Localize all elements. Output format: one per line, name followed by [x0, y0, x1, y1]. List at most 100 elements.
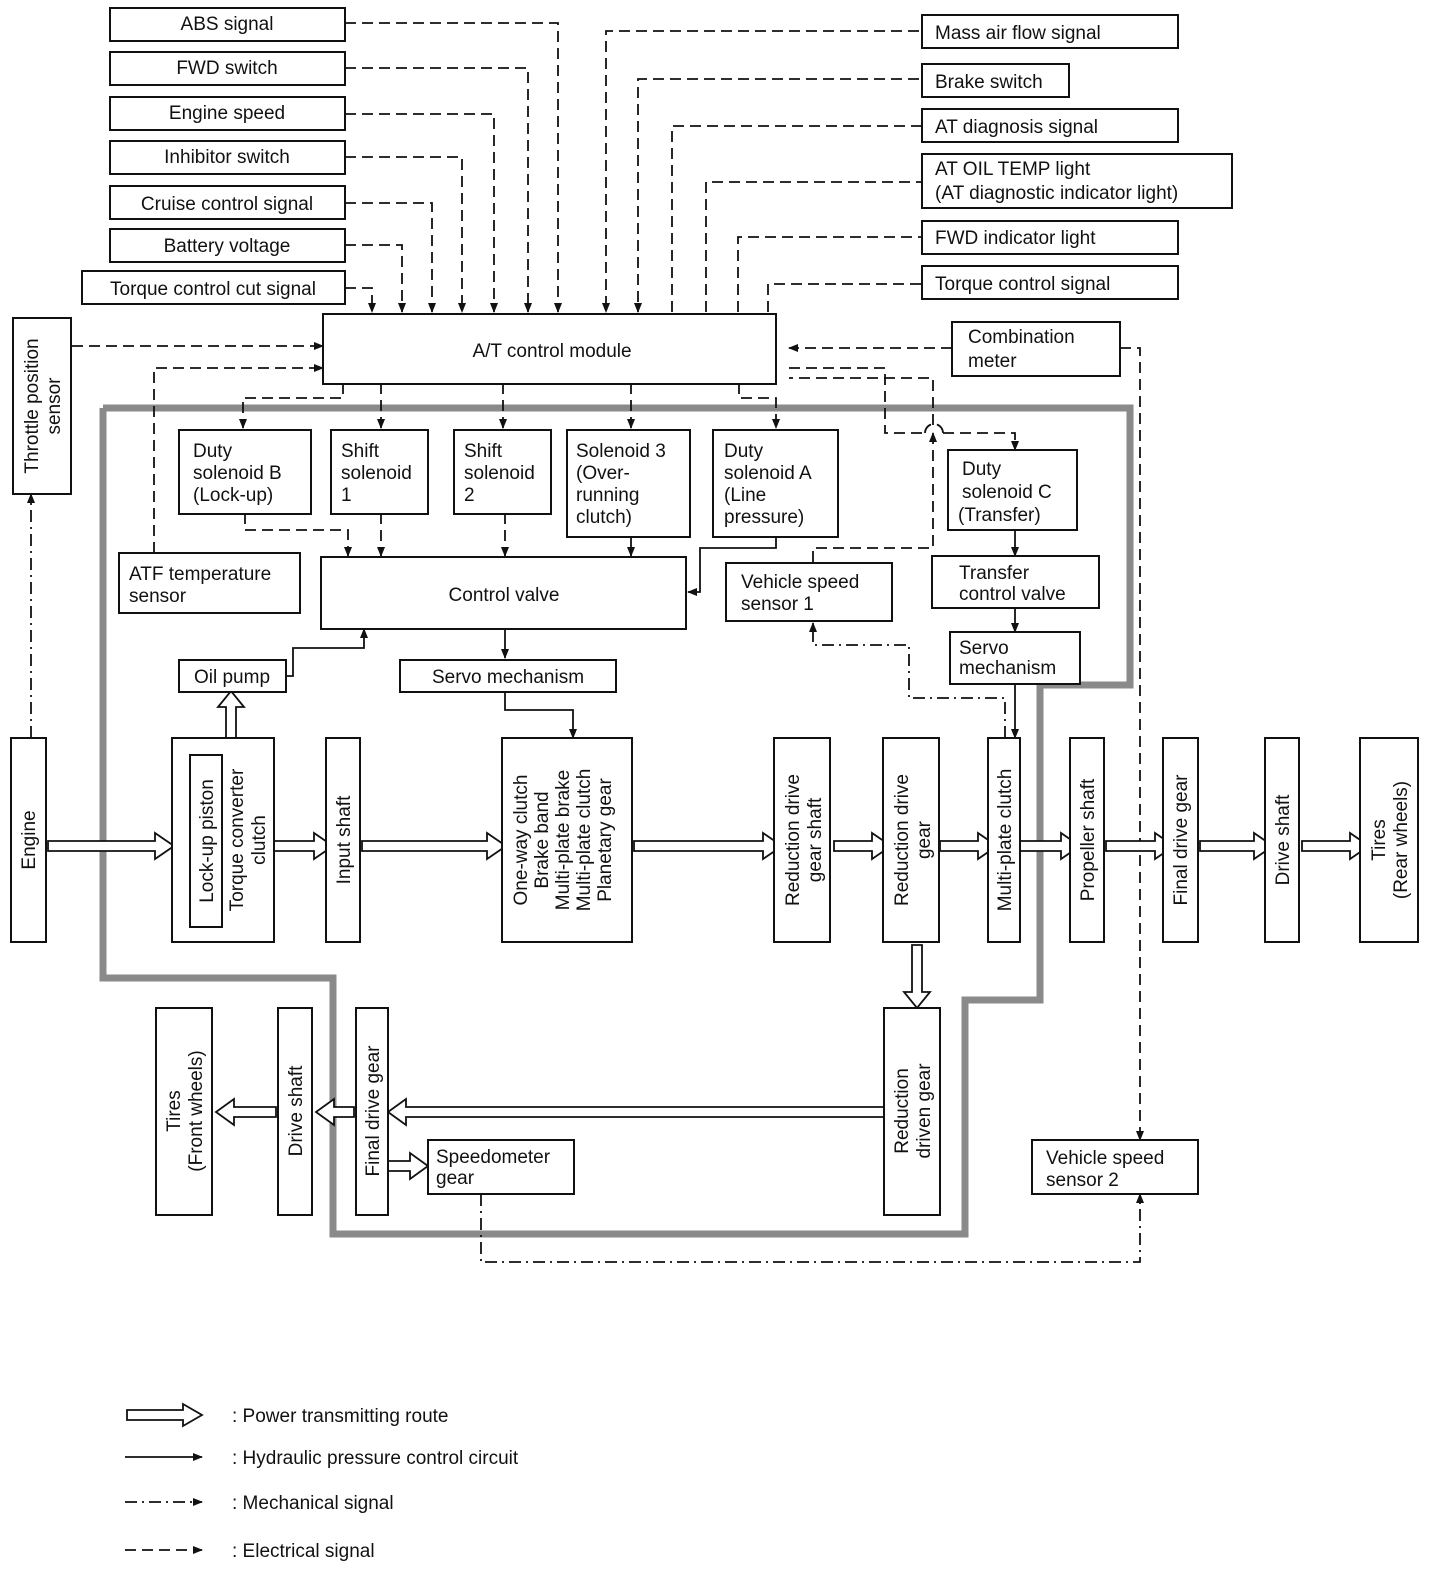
- svg-text:Propeller shaft: Propeller shaft: [1078, 778, 1099, 901]
- svg-text:Engine: Engine: [19, 810, 40, 869]
- duty-solenoid-a-box: Duty solenoid A (Line pressure): [712, 429, 839, 538]
- engine-box: Engine: [10, 737, 47, 943]
- vehicle-speed-sensor-2-box: Vehicle speed sensor 2: [1031, 1139, 1199, 1195]
- svg-text:(Rear wheels): (Rear wheels): [1391, 781, 1412, 899]
- final-drive-gear-rear-box: Final drive gear: [1162, 737, 1199, 943]
- svg-text:Tires: Tires: [1369, 819, 1390, 861]
- fwd-switch-box: FWD switch: [109, 51, 346, 86]
- svg-text:solenoid B: solenoid B: [193, 463, 282, 484]
- legend-mechanical: : Mechanical signal: [125, 1493, 394, 1514]
- svg-text:Control valve: Control valve: [449, 585, 560, 606]
- svg-text:Solenoid 3: Solenoid 3: [576, 441, 666, 462]
- duty-solenoid-b-box: Duty solenoid B (Lock-up): [178, 429, 312, 515]
- planetary-gear-group-box: One-way clutch Brake band Multi-plate br…: [501, 737, 633, 943]
- svg-text:Brake switch: Brake switch: [935, 72, 1043, 93]
- svg-text:gear: gear: [436, 1168, 475, 1189]
- cruise-control-signal-box: Cruise control signal: [109, 185, 346, 220]
- svg-text:Shift: Shift: [341, 441, 380, 462]
- svg-text:(Lock-up): (Lock-up): [193, 485, 273, 506]
- at-diagnosis-signal-box: AT diagnosis signal: [921, 108, 1179, 143]
- multi-plate-clutch-box: Multi-plate clutch: [987, 737, 1021, 943]
- svg-text:Drive shaft: Drive shaft: [1273, 794, 1294, 886]
- mass-air-flow-signal-box: Mass air flow signal: [921, 14, 1179, 49]
- at-oil-temp-light-box: AT OIL TEMP light (AT diagnostic indicat…: [921, 153, 1233, 209]
- torque-control-cut-signal-box: Torque control cut signal: [81, 270, 346, 305]
- svg-text:Reduction drive: Reduction drive: [892, 774, 913, 906]
- reduction-drive-gear-box: Reduction drive gear: [882, 737, 940, 943]
- svg-text:(Line: (Line: [724, 485, 766, 506]
- svg-text:Duty: Duty: [193, 441, 233, 462]
- svg-text:(Over-: (Over-: [576, 463, 630, 484]
- svg-text:Throttle position: Throttle position: [22, 338, 43, 473]
- svg-text:gear shaft: gear shaft: [805, 797, 826, 882]
- reduction-drive-gear-shaft-box: Reduction drive gear shaft: [773, 737, 831, 943]
- servo-mechanism-box: Servo mechanism: [399, 659, 617, 693]
- svg-text:(Transfer): (Transfer): [958, 505, 1041, 526]
- drive-shaft-front-box: Drive shaft: [277, 1007, 313, 1216]
- drive-shaft-rear-box: Drive shaft: [1264, 737, 1300, 943]
- battery-voltage-box: Battery voltage: [109, 228, 346, 263]
- tires-front-box: Tires (Front wheels): [155, 1007, 213, 1216]
- svg-text:(Front wheels): (Front wheels): [186, 1050, 207, 1171]
- torque-control-signal-box: Torque control signal: [921, 265, 1179, 300]
- svg-text:clutch): clutch): [576, 507, 632, 528]
- svg-text:Multi-plate brake: Multi-plate brake: [553, 770, 574, 910]
- svg-text:AT diagnosis signal: AT diagnosis signal: [935, 117, 1098, 138]
- svg-text:solenoid C: solenoid C: [962, 482, 1052, 503]
- inhibitor-switch-box: Inhibitor switch: [109, 140, 346, 175]
- combination-meter-box: Combination meter: [951, 321, 1121, 377]
- svg-text:ATF temperature: ATF temperature: [129, 564, 271, 585]
- shift-solenoid-2-box: Shift solenoid 2: [453, 429, 552, 515]
- propeller-shaft-box: Propeller shaft: [1069, 737, 1105, 943]
- svg-text:: Mechanical signal: : Mechanical signal: [232, 1493, 394, 1514]
- svg-text:Combination: Combination: [968, 327, 1075, 348]
- svg-text:pressure): pressure): [724, 507, 804, 528]
- svg-text:sensor: sensor: [44, 377, 65, 435]
- input-shaft-box: Input shaft: [325, 737, 361, 943]
- svg-text:gear: gear: [914, 820, 935, 859]
- svg-text:Servo: Servo: [959, 638, 1009, 659]
- svg-text:Reduction drive: Reduction drive: [783, 774, 804, 906]
- svg-text:Multi-plate clutch: Multi-plate clutch: [995, 769, 1016, 912]
- svg-text:Multi-plate clutch: Multi-plate clutch: [574, 769, 595, 912]
- power-route-arrows: [47, 689, 1371, 1181]
- legend-hydraulic: : Hydraulic pressure control circuit: [125, 1448, 519, 1469]
- engine-speed-box: Engine speed: [109, 96, 346, 131]
- svg-text:sensor 1: sensor 1: [741, 594, 814, 615]
- reduction-driven-gear-box: Reduction driven gear: [883, 1007, 941, 1216]
- svg-text:Input shaft: Input shaft: [334, 795, 355, 884]
- svg-text:driven gear: driven gear: [914, 1063, 935, 1159]
- vehicle-speed-sensor-1-box: Vehicle speed sensor 1: [725, 562, 893, 622]
- final-drive-gear-front-box: Final drive gear: [355, 1007, 389, 1216]
- legend-electrical: : Electrical signal: [125, 1541, 375, 1562]
- svg-text:2: 2: [464, 485, 475, 506]
- svg-text:sensor: sensor: [129, 586, 187, 607]
- svg-text:solenoid: solenoid: [464, 463, 535, 484]
- solenoid-3-box: Solenoid 3 (Over- running clutch): [566, 429, 691, 538]
- svg-text:Final drive gear: Final drive gear: [363, 1045, 384, 1177]
- svg-text:mechanism: mechanism: [959, 658, 1056, 679]
- svg-text:Vehicle speed: Vehicle speed: [1046, 1148, 1164, 1169]
- at-control-module-box: A/T control module: [322, 313, 777, 385]
- svg-text:meter: meter: [968, 351, 1017, 372]
- oil-pump-box: Oil pump: [178, 659, 287, 693]
- svg-text:solenoid A: solenoid A: [724, 463, 812, 484]
- shift-solenoid-1-box: Shift solenoid 1: [330, 429, 429, 515]
- tires-rear-box: Tires (Rear wheels): [1359, 737, 1419, 943]
- svg-text:Battery voltage: Battery voltage: [164, 236, 291, 257]
- legend-power-route: : Power transmitting route: [126, 1402, 448, 1428]
- svg-text:Final drive gear: Final drive gear: [1171, 774, 1192, 906]
- svg-text:Lock-up piston: Lock-up piston: [197, 779, 218, 903]
- svg-text:: Hydraulic pressure control: : Hydraulic pressure control circuit: [232, 1448, 519, 1469]
- svg-text:Planetary gear: Planetary gear: [595, 778, 616, 902]
- throttle-position-sensor-box: Throttle position sensor: [12, 317, 72, 495]
- svg-text:Torque converter: Torque converter: [227, 768, 248, 911]
- svg-text:One-way clutch: One-way clutch: [511, 775, 532, 906]
- duty-solenoid-c-box: Duty solenoid C (Transfer): [947, 449, 1078, 531]
- svg-text:Torque control cut signal: Torque control cut signal: [110, 279, 316, 300]
- svg-text:Duty: Duty: [724, 441, 764, 462]
- svg-text:AT OIL TEMP light: AT OIL TEMP light: [935, 159, 1091, 180]
- svg-text:Duty: Duty: [962, 459, 1002, 480]
- svg-text:clutch: clutch: [249, 815, 270, 865]
